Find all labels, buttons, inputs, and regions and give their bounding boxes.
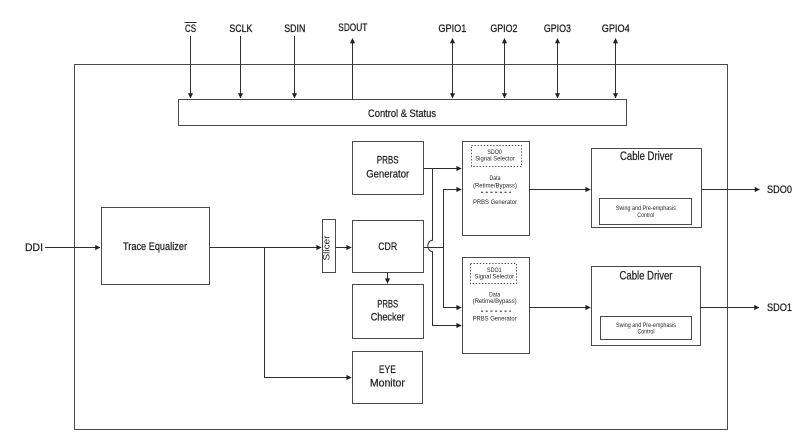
svg-text:PRBS Generator: PRBS Generator: [473, 199, 518, 206]
svg-text:Generator: Generator: [366, 168, 409, 180]
svg-text:Control: Control: [638, 328, 655, 335]
svg-text:CDR: CDR: [378, 241, 397, 253]
svg-text:PRBS: PRBS: [377, 155, 399, 167]
svg-text:SDOUT: SDOUT: [338, 22, 367, 34]
svg-text:PRBS: PRBS: [377, 299, 398, 311]
svg-text:Control: Control: [637, 212, 654, 219]
svg-text:EYE: EYE: [379, 364, 396, 376]
svg-text:(Retime/Bypass): (Retime/Bypass): [473, 298, 517, 305]
svg-text:Control & Status: Control & Status: [368, 108, 436, 120]
svg-text:Slicer: Slicer: [322, 236, 332, 261]
svg-text:SDO0: SDO0: [767, 184, 792, 196]
svg-text:SDIN: SDIN: [284, 23, 305, 35]
svg-text:Data: Data: [489, 292, 500, 299]
svg-text:Trace Equalizer: Trace Equalizer: [123, 241, 187, 253]
svg-text:Swing and Pre-emphasis: Swing and Pre-emphasis: [616, 205, 677, 212]
svg-text:SDO0: SDO0: [487, 149, 502, 156]
svg-text:Cable Driver: Cable Driver: [620, 271, 673, 283]
svg-text:GPIO3: GPIO3: [544, 23, 571, 35]
svg-text:Monitor: Monitor: [370, 378, 405, 390]
svg-text:PRBS Generator: PRBS Generator: [473, 316, 518, 323]
svg-text:Checker: Checker: [371, 312, 405, 324]
svg-text:Cable Driver: Cable Driver: [620, 151, 673, 163]
svg-text:GPIO2: GPIO2: [490, 23, 517, 35]
svg-text:Signal Selector: Signal Selector: [475, 273, 515, 280]
svg-text:GPIO4: GPIO4: [602, 23, 630, 35]
svg-text:GPIO1: GPIO1: [438, 23, 466, 35]
svg-text:Data: Data: [490, 175, 501, 182]
svg-text:SDO1: SDO1: [767, 302, 792, 314]
svg-text:DDI: DDI: [25, 242, 43, 254]
svg-text:CS: CS: [185, 23, 196, 35]
svg-text:Swing and Pre-emphasis: Swing and Pre-emphasis: [616, 322, 677, 329]
svg-text:Signal Selector: Signal Selector: [475, 156, 515, 163]
svg-text:SCLK: SCLK: [229, 23, 253, 35]
svg-text:SDO1: SDO1: [487, 267, 502, 274]
svg-text:(Retime/Bypass): (Retime/Bypass): [473, 182, 517, 189]
